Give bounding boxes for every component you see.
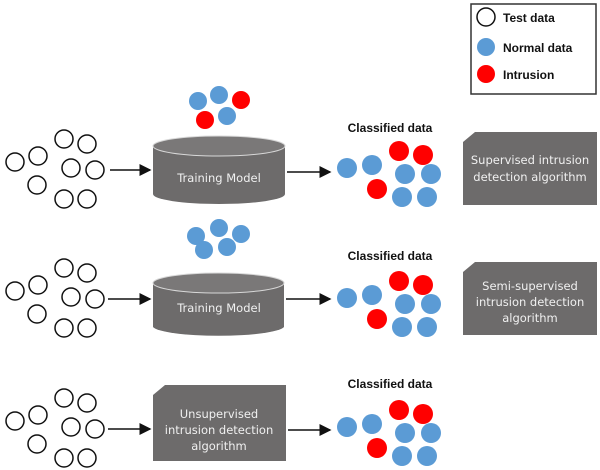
model-label: Training Model [176, 301, 261, 315]
training-model-cylinder: Training Model [152, 272, 285, 336]
row-supervised: Training Model Classified data Supervise… [110, 121, 597, 205]
intrusion-circle [196, 111, 214, 129]
test-data-circle [5, 281, 25, 301]
intrusion-circle [413, 275, 433, 295]
test-data-circle [54, 129, 74, 149]
algorithm-label-line: intrusion detection [165, 423, 274, 437]
test-data-circle [5, 411, 25, 431]
intrusion-circle [389, 271, 409, 291]
normal-data-circle [392, 446, 412, 466]
normal-data-circle [337, 417, 357, 437]
test-data-circle [85, 160, 105, 180]
intrusion-circle [389, 141, 409, 161]
test-data-circle [27, 175, 47, 195]
algorithm-label-line: algorithm [502, 311, 558, 325]
test-data-circle [28, 275, 48, 295]
model-label: Training Model [176, 171, 261, 185]
test-data-circle [85, 419, 105, 439]
semi-supervised-algorithm-box: Semi-supervised intrusion detection algo… [463, 262, 597, 335]
test-data-circle [28, 146, 48, 166]
intrusion-circle [367, 179, 387, 199]
normal-data-circle [337, 158, 357, 178]
normal-data-circle [421, 423, 441, 443]
algorithm-label-line: Supervised intrusion [471, 153, 589, 167]
normal-data-circle [187, 227, 205, 245]
normal-data-circle [395, 294, 415, 314]
algorithm-label-line: intrusion detection [476, 295, 585, 309]
intrusion-circle [389, 400, 409, 420]
normal-data-circle [337, 288, 357, 308]
test-data-circle [61, 287, 81, 307]
test-data-circle [77, 393, 97, 413]
normal-data-legend-icon [477, 38, 495, 56]
normal-data-circle [392, 187, 412, 207]
normal-data-circle [392, 317, 412, 337]
test-data-circle [77, 318, 97, 338]
test-data-circle [77, 448, 97, 468]
intrusion-circle [413, 145, 433, 165]
normal-data-circle [417, 187, 437, 207]
classified-label: Classified data [348, 121, 433, 135]
test-data-circle [61, 158, 81, 178]
test-data-circle [77, 189, 97, 209]
intrusion-circle [367, 438, 387, 458]
intrusion-circle [232, 91, 250, 109]
normal-data-circle [210, 86, 228, 104]
classified-label: Classified data [348, 249, 433, 263]
normal-data-circle [395, 423, 415, 443]
normal-data-circle [189, 92, 207, 110]
row-unsupervised: Unsupervised intrusion detection algorit… [108, 377, 433, 461]
normal-data-circle [195, 241, 213, 259]
algorithm-label-line: Semi-supervised [482, 279, 578, 293]
test-data-circle [77, 134, 97, 154]
training-model-cylinder: Training Model [152, 135, 286, 204]
legend-label-intrusion: Intrusion [503, 68, 554, 82]
test-data-circle [61, 417, 81, 437]
supervised-algorithm-box: Supervised intrusion detection algorithm [463, 132, 597, 205]
normal-data-circle [395, 164, 415, 184]
normal-data-circle [362, 414, 382, 434]
classified-label: Classified data [348, 377, 433, 391]
legend-label-test: Test data [503, 11, 555, 25]
algorithm-label-line: detection algorithm [473, 170, 586, 184]
test-data-legend-icon [476, 7, 496, 27]
intrusion-circle [413, 404, 433, 424]
test-data-circle [54, 189, 74, 209]
legend-label-normal: Normal data [503, 41, 573, 55]
legend: Test data Normal data Intrusion [470, 3, 597, 95]
algorithm-label-line: algorithm [191, 439, 247, 453]
unsupervised-algorithm-box: Unsupervised intrusion detection algorit… [153, 385, 286, 461]
normal-data-circle [232, 225, 250, 243]
intrusion-legend-icon [477, 65, 495, 83]
row-semi-supervised: Training Model Classified data Semi-supe… [108, 249, 597, 336]
normal-data-circle [210, 219, 228, 237]
test-data-circle [85, 289, 105, 309]
test-data-circle [5, 152, 25, 172]
test-data-circle [54, 258, 74, 278]
test-data-circle [27, 434, 47, 454]
test-data-circle [28, 405, 48, 425]
normal-data-circle [421, 294, 441, 314]
test-data-circle [54, 318, 74, 338]
test-data-circle [77, 263, 97, 283]
normal-data-circle [362, 155, 382, 175]
test-data-circle [27, 304, 47, 324]
normal-data-circle [417, 317, 437, 337]
normal-data-circle [417, 446, 437, 466]
normal-data-circle [218, 238, 236, 256]
intrusion-circle [367, 309, 387, 329]
normal-data-circle [218, 107, 236, 125]
test-data-circle [54, 388, 74, 408]
test-data-circle [54, 448, 74, 468]
normal-data-circle [421, 164, 441, 184]
normal-data-circle [362, 285, 382, 305]
algorithm-label-line: Unsupervised [180, 407, 258, 421]
